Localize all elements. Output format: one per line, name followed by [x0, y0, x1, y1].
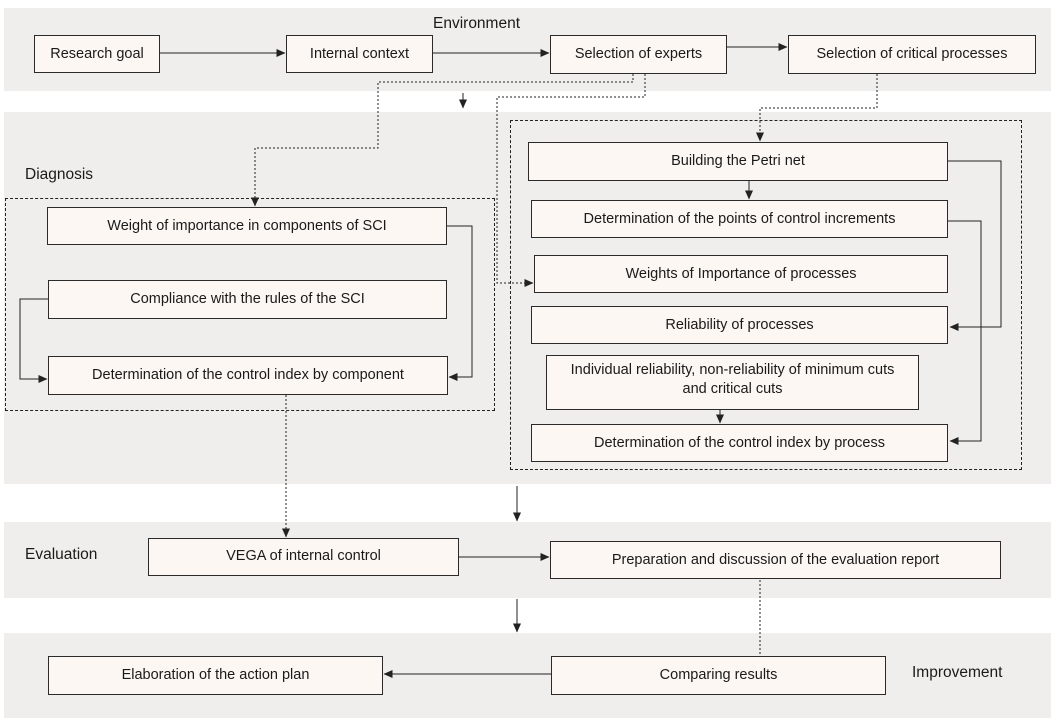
selection-of-experts-box: Selection of experts [550, 35, 727, 74]
compliance-rules-box: Compliance with the rules of the SCI [48, 280, 447, 319]
vega-box: VEGA of internal control [148, 538, 459, 576]
phase-label-evaluation: Evaluation [25, 546, 98, 563]
arrow-points-to-control-index [948, 220, 982, 445]
dotted-critical-to-petri [756, 74, 878, 142]
research-goal-box: Research goal [34, 35, 160, 73]
weight-importance-components-box: Weight of importance in components of SC… [47, 207, 447, 245]
control-index-process-box: Determination of the control index by pr… [531, 424, 948, 462]
comparing-results-box: Comparing results [551, 656, 886, 695]
dotted-experts-to-weight [251, 74, 634, 207]
selection-of-critical-processes-box: Selection of critical processes [788, 35, 1036, 74]
arrow-petri-to-reliability [948, 160, 1002, 331]
internal-context-box: Internal context [286, 35, 433, 73]
dotted-experts-to-weights-processes [496, 74, 646, 287]
diagnosis-component-group [5, 198, 495, 411]
arrow-weight-to-index [447, 225, 473, 381]
petri-net-box: Building the Petri net [528, 142, 948, 181]
phase-label-improvement: Improvement [912, 664, 1003, 681]
arrow-compliance-to-index [19, 298, 48, 383]
phase-label-environment: Environment [433, 15, 521, 32]
individual-reliability-box: Individual reliability, non-reliability … [546, 355, 919, 410]
action-plan-box: Elaboration of the action plan [48, 656, 383, 695]
points-of-control-box: Determination of the points of control i… [531, 200, 948, 238]
weights-processes-box: Weights of Importance of processes [534, 255, 948, 293]
reliability-processes-box: Reliability of processes [531, 306, 948, 344]
control-index-component-box: Determination of the control index by co… [48, 356, 448, 395]
diagnosis-process-group [510, 120, 1022, 470]
phase-label-diagnosis: Diagnosis [25, 166, 94, 183]
evaluation-report-box: Preparation and discussion of the evalua… [550, 541, 1001, 579]
